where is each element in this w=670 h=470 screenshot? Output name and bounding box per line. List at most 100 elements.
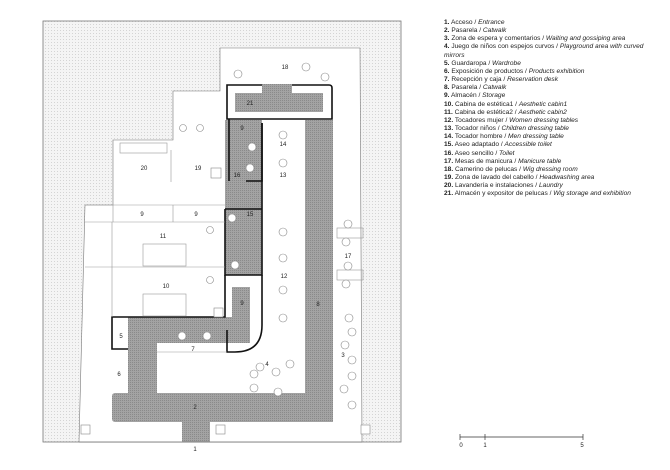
legend-item: 15. Aseo adaptado / Accessible toilet (444, 141, 659, 149)
legend-item: 13. Tocador niños / Children dressing ta… (444, 125, 659, 133)
legend-num: 10. (444, 100, 454, 108)
room-labels: 1 2 3 4 5 6 7 8 9 9 9 9 10 11 12 13 14 1… (117, 65, 352, 453)
label-3: 3 (341, 353, 345, 359)
legend-item: 18. Camerino de pelucas / Wig dressing r… (444, 166, 659, 174)
label-9-storage-d: 9 (240, 301, 244, 307)
legend-en: Men dressing table (508, 133, 564, 141)
label-10: 10 (163, 284, 170, 290)
label-9-storage-b: 9 (140, 212, 144, 218)
legend-item: 21. Almacén y expositor de pelucas / Wig… (444, 190, 659, 198)
legend-es: Almacén y expositor de pelucas / (454, 190, 552, 198)
legend-item: 19. Zona de lavado del cabello / Headwas… (444, 174, 659, 182)
legend-item: 20. Lavandería e instalaciones / Laundry (444, 182, 659, 190)
legend-en: Laundry (538, 182, 563, 190)
legend-item: 4. Juego de niños con espejos curvos / P… (444, 43, 659, 59)
partitions (85, 142, 364, 353)
legend-en: Accessible toilet (504, 141, 552, 149)
legend-es: Zona de espera y comentarios / (451, 35, 545, 43)
legend-es: Recepción y caja / (451, 76, 506, 84)
legend-num: 2. (444, 27, 450, 35)
legend-es: Tocador hombre / (454, 133, 507, 141)
label-5: 5 (119, 334, 123, 340)
label-17: 17 (345, 254, 352, 260)
legend-num: 18. (444, 165, 454, 173)
legend-item: 3. Zona de espera y comentarios / Waitin… (444, 35, 659, 43)
legend-es: Camerino de pelucas / (455, 165, 521, 173)
legend-item: 16. Aseo sencillo / Toilet (444, 150, 659, 158)
legend-en: Women dressing tables (509, 116, 579, 124)
label-1: 1 (193, 447, 197, 453)
legend-item: 1. Acceso / Entrance (444, 19, 659, 27)
label-9-storage-a: 9 (240, 126, 244, 132)
scale-tick-5: 5 (580, 443, 584, 449)
legend-num: 11. (444, 108, 453, 116)
legend-en: Catwalk (482, 84, 507, 92)
label-16: 16 (234, 173, 241, 179)
legend-es: Exposición de productos / (451, 67, 527, 75)
legend-num: 16. (444, 149, 454, 157)
scale-tick-0: 0 (459, 443, 463, 449)
legend-num: 7. (444, 76, 450, 84)
scale-tick-1: 1 (483, 443, 487, 449)
label-9-storage-c: 9 (194, 212, 198, 218)
catwalk-area (112, 84, 333, 442)
legend-en: Manicure table (518, 157, 562, 165)
label-11: 11 (160, 234, 167, 240)
legend-en: Wig dressing room (522, 165, 578, 173)
label-20: 20 (141, 166, 148, 172)
legend-es: Mesas de manicura / (455, 157, 517, 165)
legend-num: 17. (444, 157, 454, 165)
legend-num: 3. (444, 35, 450, 43)
legend-en: Toilet (499, 149, 515, 157)
legend-en: Aesthetic cabin1 (518, 100, 568, 108)
legend-en: Aesthetic cabin2 (518, 108, 567, 116)
legend-item: 9. Almacén / Storage (444, 92, 659, 100)
legend-es: Cabina de estética1 / (455, 100, 517, 108)
legend-item: 17. Mesas de manicura / Manicure table (444, 158, 659, 166)
legend-es: Zona de lavado del cabello / (455, 173, 538, 181)
scale-bar: 0 1 5 (459, 434, 584, 449)
legend-es: Aseo sencillo / (454, 149, 498, 157)
legend-item: 10. Cabina de estética1 / Aesthetic cabi… (444, 101, 659, 109)
legend-num: 12. (444, 116, 454, 124)
legend-en: Wig storage and exhibition (553, 190, 631, 198)
legend-es: Pasarela / (451, 27, 482, 35)
label-21: 21 (247, 101, 254, 107)
legend-en: Waiting and gossiping area (545, 35, 626, 43)
legend-es: Acceso / (450, 19, 477, 26)
legend-en: Children dressing table (501, 125, 569, 133)
legend-num: 9. (444, 92, 450, 100)
legend-num: 20. (444, 182, 454, 190)
label-4: 4 (265, 362, 269, 368)
label-18: 18 (282, 65, 289, 71)
legend-en: Playground area with curved mirrors (444, 43, 644, 59)
legend-en: Entrance (478, 19, 505, 26)
legend-item: 5. Guardaropa / Wardrobe (444, 60, 659, 68)
legend-en: Storage (482, 92, 506, 100)
fixtures (80, 62, 371, 435)
legend-es: Tocador niños / (454, 125, 500, 133)
label-13: 13 (280, 173, 287, 179)
legend: 1. Acceso / Entrance 2. Pasarela / Catwa… (444, 19, 659, 198)
walls (111, 84, 333, 353)
label-14: 14 (280, 142, 287, 148)
legend-num: 21. (444, 190, 454, 198)
legend-es: Almacén / (450, 92, 481, 100)
label-15: 15 (247, 212, 254, 218)
legend-item: 6. Exposición de productos / Products ex… (444, 68, 659, 76)
legend-item: 12. Tocadores mujer / Women dressing tab… (444, 117, 659, 125)
legend-es: Juego de niños con espejos curvos / (451, 43, 559, 51)
legend-en: Headwashing area (539, 173, 595, 181)
legend-item: 11. Cabina de estética2 / Aesthetic cabi… (444, 109, 659, 117)
legend-num: 6. (444, 67, 450, 75)
legend-item: 7. Recepción y caja / Reservation desk (444, 76, 659, 84)
legend-num: 4. (444, 43, 450, 51)
label-12: 12 (281, 274, 288, 280)
legend-en: Wardrobe (492, 59, 521, 67)
legend-item: 14. Tocador hombre / Men dressing table (444, 133, 659, 141)
legend-num: 13. (444, 125, 454, 133)
legend-num: 5. (444, 59, 450, 67)
legend-num: 14. (444, 133, 454, 141)
legend-en: Reservation desk (507, 76, 559, 84)
